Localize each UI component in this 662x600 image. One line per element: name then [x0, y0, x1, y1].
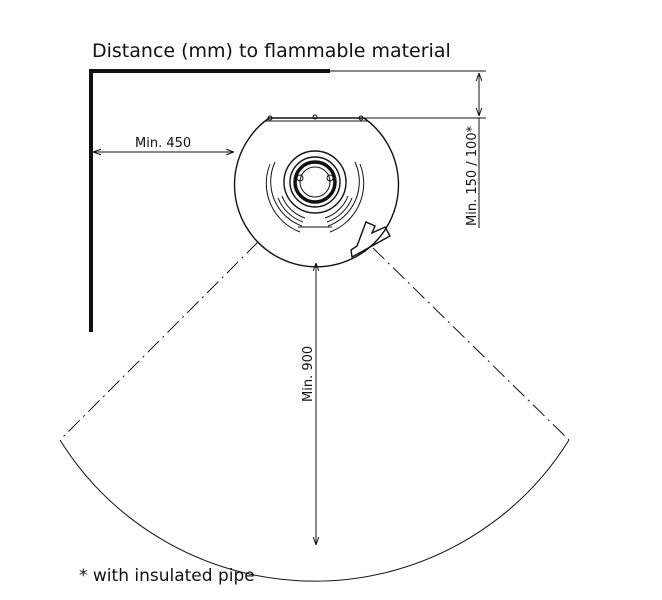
stove-rim-bolt-right [358, 115, 364, 121]
stove-rim-bolt-left [267, 115, 273, 121]
flue-outer-ring [283, 150, 347, 214]
stove-body [233, 117, 400, 268]
vent-slot-left-outer [270, 161, 303, 227]
stove [233, 114, 400, 268]
front-clearance-label: Min. 900 [301, 346, 316, 402]
flue-screw-left [296, 174, 304, 182]
vent-slot-right-mid [324, 195, 349, 219]
flue-screw-right [326, 174, 334, 182]
vent-slot-left-mid [281, 195, 306, 219]
flue-middle-ring [289, 156, 341, 208]
front-zone-left-edge [59, 241, 259, 441]
flue-bore [299, 166, 331, 198]
rear-clearance-label: Min. 150 / 100* [465, 125, 480, 226]
front-zone-arc [59, 439, 570, 582]
front-zone-right-edge [372, 247, 570, 441]
wall-corner [89, 69, 330, 332]
vent-slot-right-outer [327, 161, 360, 227]
stove-rim-bolt-center [312, 114, 318, 120]
footnote: * with insulated pipe [79, 566, 255, 586]
vent-slot-left-mid-b [277, 197, 304, 223]
side-clearance-label: Min. 450 [135, 136, 191, 151]
vent-slot-right-mid-b [326, 197, 353, 223]
vent-slot-left-outer-b [265, 163, 301, 233]
door-handle [350, 221, 391, 259]
vent-slot-right-outer-b [329, 163, 365, 233]
diagram-title: Distance (mm) to flammable material [92, 40, 451, 62]
flue-inner-ring [293, 160, 337, 204]
